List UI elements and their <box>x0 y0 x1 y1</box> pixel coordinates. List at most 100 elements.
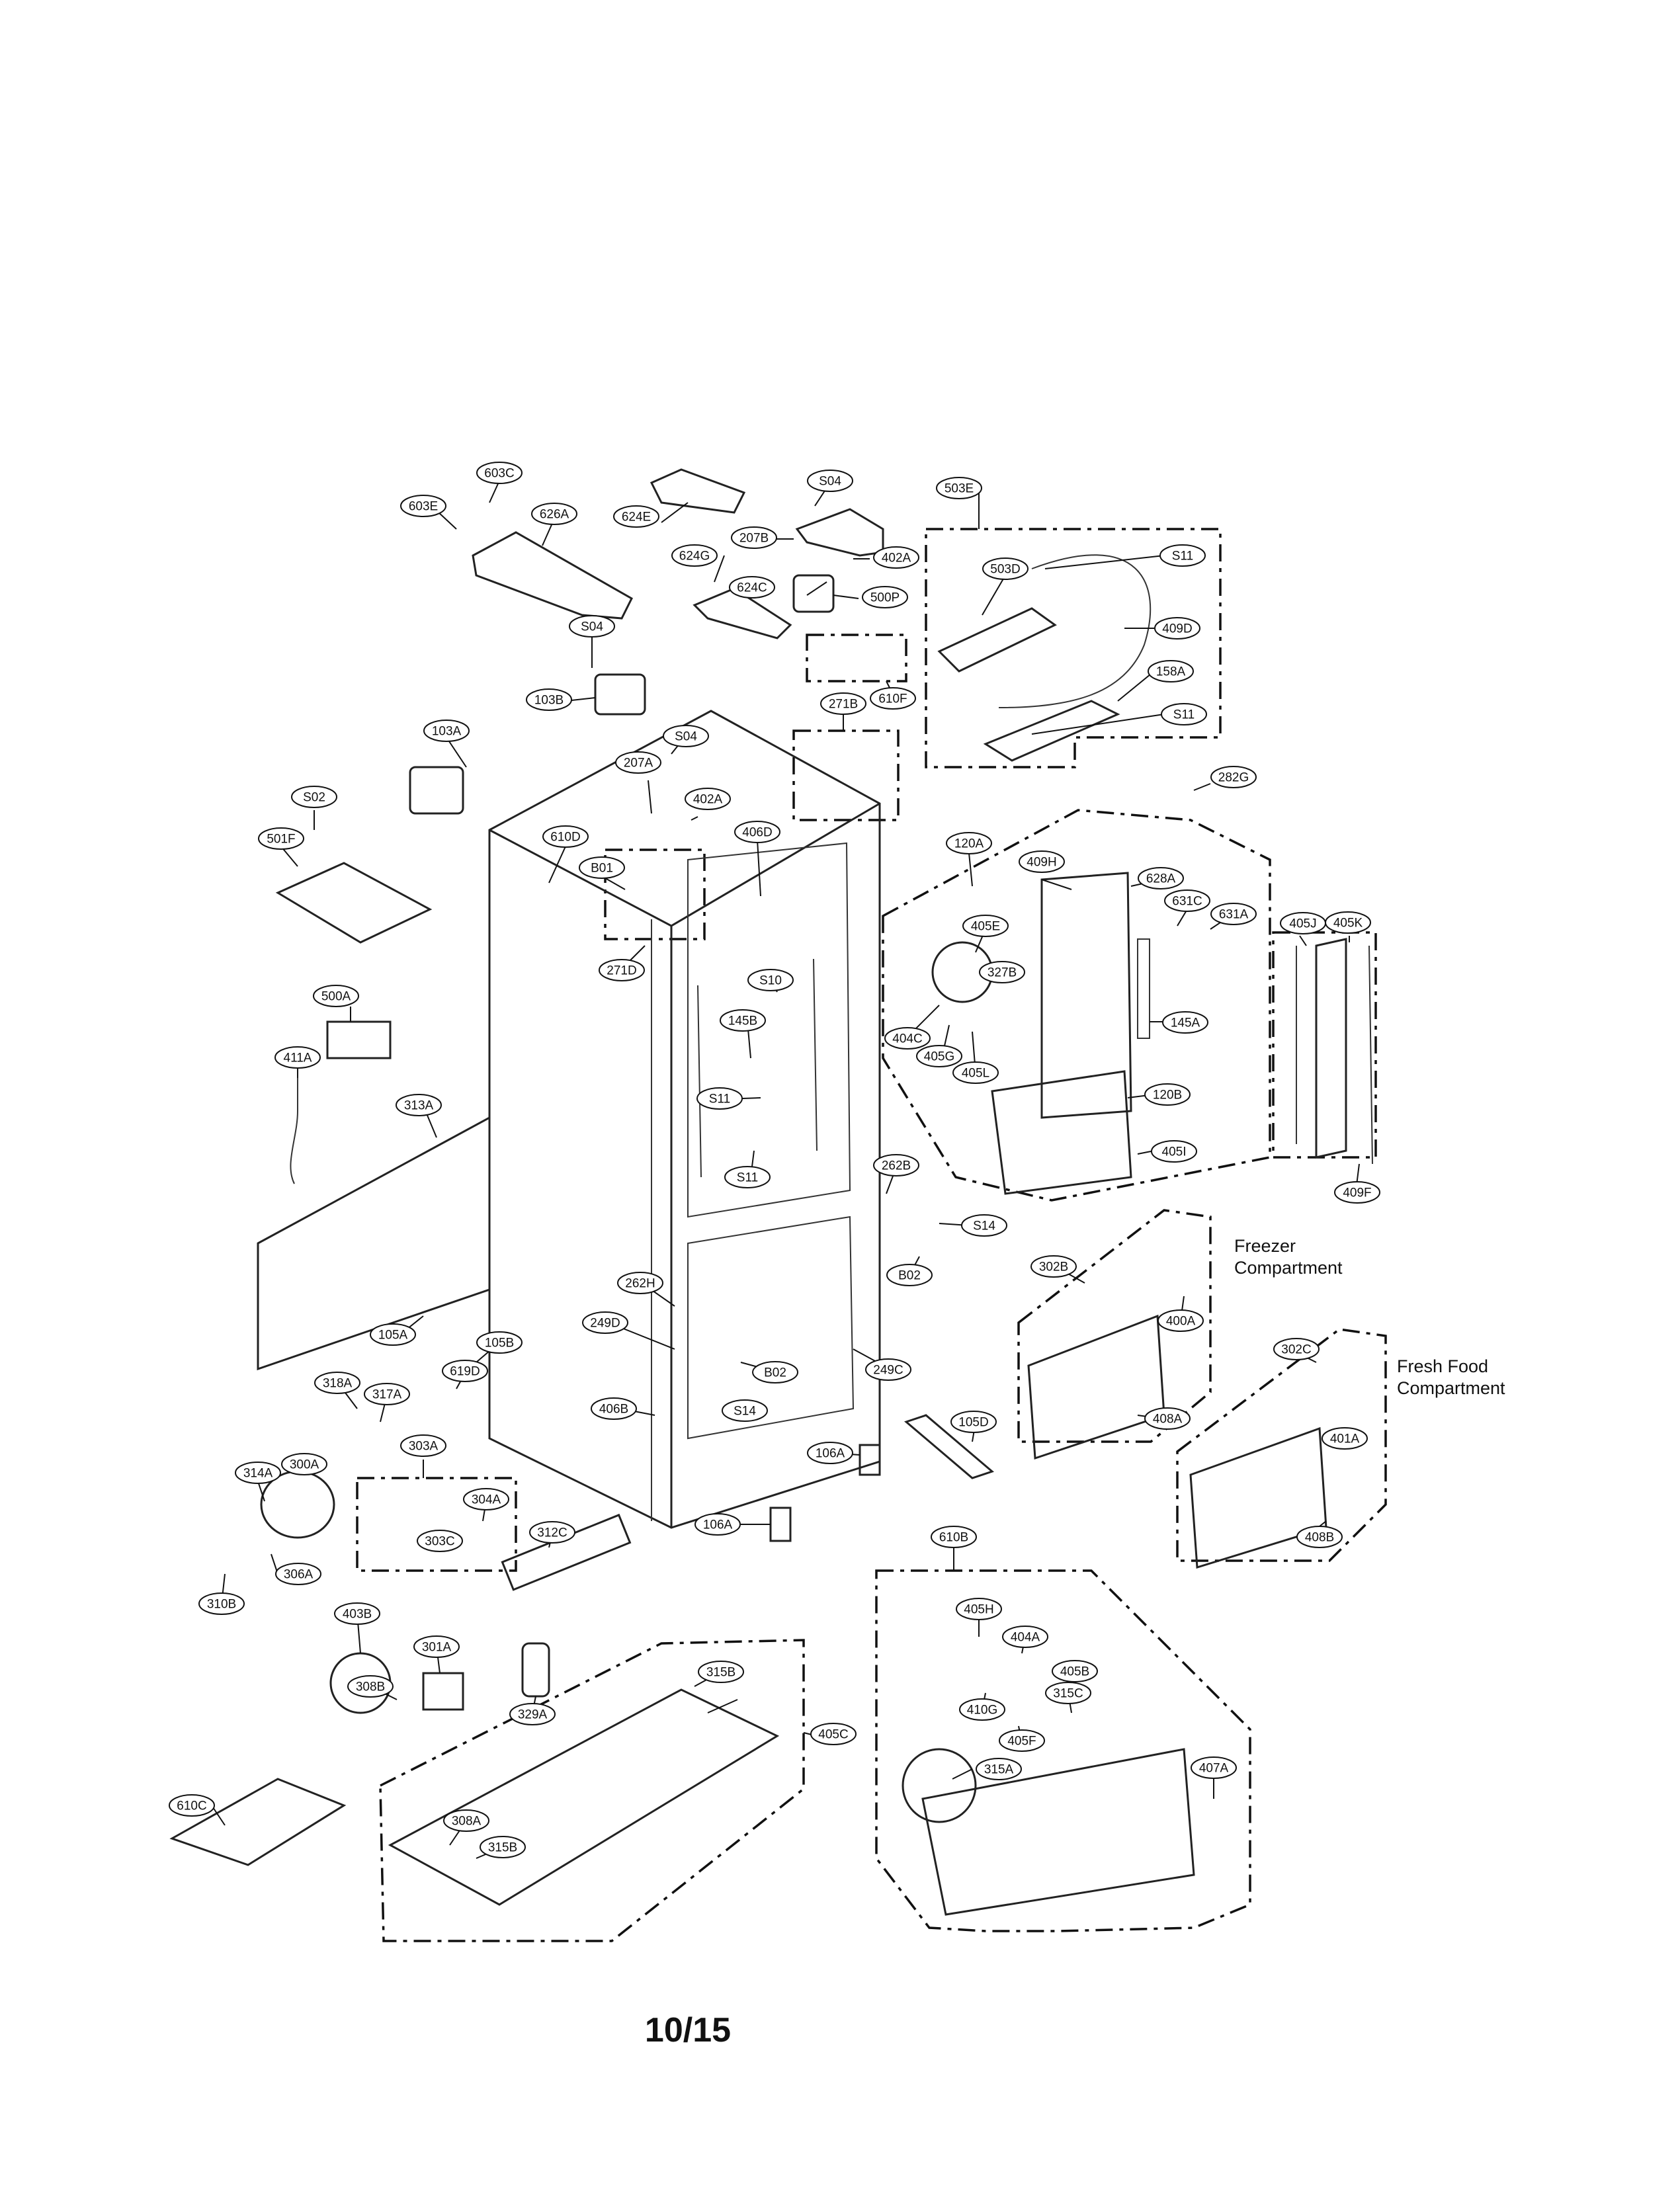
callout-label: 624E <box>622 511 651 524</box>
callout-308a: 308A <box>443 1809 489 1832</box>
callout-bubble <box>886 1264 933 1286</box>
callout-626a: 626A <box>531 503 577 525</box>
callout-label: 315A <box>984 1763 1014 1777</box>
bracket-207B <box>795 508 884 557</box>
callout-302c: 302C <box>1273 1338 1320 1360</box>
group-boundaries <box>356 528 1387 1942</box>
callout-bubble <box>413 1635 460 1658</box>
fan-407A <box>902 1748 977 1823</box>
callout-310b: 310B <box>198 1592 245 1615</box>
callout-bubble <box>1296 1526 1343 1548</box>
callout-bubble <box>526 688 572 711</box>
callout-label: 501F <box>267 833 295 846</box>
callout-label: 105A <box>378 1329 408 1342</box>
tray-501F <box>275 862 433 944</box>
callout-405c: 405C <box>810 1723 857 1745</box>
callout-bubble <box>476 462 523 484</box>
callout-bubble <box>1151 1140 1197 1163</box>
callout-404a: 404A <box>1002 1626 1048 1648</box>
callout-label: 603C <box>484 467 514 481</box>
callout-631a: 631A <box>1210 903 1257 925</box>
callout-bubble <box>962 915 1009 937</box>
callout-300a: 300A <box>281 1453 327 1475</box>
callout-label: 145B <box>728 1014 757 1028</box>
callout-301a: 301A <box>413 1635 460 1658</box>
callout-bubble <box>734 821 780 843</box>
callout-label: 262B <box>882 1159 911 1173</box>
callout-262h: 262H <box>617 1272 663 1294</box>
callout-308b: 308B <box>347 1675 394 1698</box>
callout-bubble <box>931 1526 977 1548</box>
callout-label: 405B <box>1060 1665 1089 1679</box>
callout-bubble <box>443 1809 489 1832</box>
callout-610c: 610C <box>169 1794 215 1817</box>
callout-bubble <box>982 557 1029 580</box>
callout-329a: 329A <box>509 1703 556 1725</box>
callout-label: 408B <box>1305 1531 1334 1545</box>
callout-label: 631A <box>1219 908 1249 922</box>
callout-label: 401A <box>1330 1432 1360 1446</box>
callout-bubble <box>1325 911 1371 934</box>
callout-label: 314A <box>243 1467 273 1481</box>
callout-bubble <box>873 546 919 569</box>
callout-158a: 158A <box>1148 660 1194 682</box>
callout-bubble <box>1273 1338 1320 1360</box>
callout-label: S04 <box>819 475 841 489</box>
callout-bubble <box>347 1675 394 1698</box>
callout-bubble <box>870 687 916 710</box>
callout-bubble <box>509 1703 556 1725</box>
callout-bubble <box>542 825 589 848</box>
callout-bubble <box>696 1087 743 1110</box>
callout-label: 300A <box>290 1458 319 1472</box>
callout-label: 317A <box>372 1388 402 1402</box>
callout-label: 249D <box>590 1317 620 1331</box>
callout-282g: 282G <box>1210 766 1257 788</box>
tray-503D <box>937 607 1057 673</box>
callout-628a: 628A <box>1138 867 1184 889</box>
callout-label: 312C <box>537 1526 567 1540</box>
callout-bubble <box>1019 850 1065 873</box>
callout-bubble <box>956 1598 1002 1620</box>
callout-label: 610F <box>878 692 907 706</box>
callout-bubble <box>1322 1427 1368 1450</box>
callout-label: 610B <box>939 1531 968 1545</box>
callout-label: 103A <box>432 725 462 739</box>
ice-bucket-626A <box>472 531 633 620</box>
group-boundary-610F <box>806 634 907 682</box>
callout-105b: 105B <box>476 1331 523 1354</box>
leader-lines <box>211 480 1360 1859</box>
callout-label: 106A <box>816 1447 845 1461</box>
callout-bubble <box>729 576 775 598</box>
callout-s04: S04 <box>663 725 709 747</box>
callout-label: 329A <box>518 1708 548 1722</box>
callout-503e: 503E <box>936 477 982 499</box>
callout-249c: 249C <box>865 1358 911 1381</box>
callout-label: 610D <box>550 831 580 845</box>
callout-bubble <box>235 1462 281 1484</box>
callout-label: 308A <box>452 1815 482 1829</box>
callout-label: S04 <box>581 620 603 634</box>
callout-bubble <box>169 1794 215 1817</box>
callout-label: 405J <box>1289 917 1316 931</box>
callout-bubble <box>916 1045 962 1067</box>
callout-label: B02 <box>764 1366 786 1380</box>
callout-label: 405F <box>1007 1735 1036 1749</box>
callout-624e: 624E <box>613 505 659 528</box>
callout-label: 500P <box>870 591 900 605</box>
callout-label: 207A <box>624 757 653 770</box>
fresh-food-caption-line1: Fresh Food <box>1397 1356 1489 1376</box>
callout-bubble <box>1138 867 1184 889</box>
callout-bubble <box>999 1729 1045 1752</box>
callout-207a: 207A <box>615 751 661 774</box>
drain-pan-308A <box>169 1778 347 1866</box>
callout-label: S14 <box>973 1219 995 1233</box>
callout-label: 407A <box>1199 1762 1229 1776</box>
callout-label: 282G <box>1218 771 1249 785</box>
callout-bubble <box>959 1698 1005 1721</box>
callout-bubble <box>865 1358 911 1381</box>
callout-bubble <box>961 1214 1007 1237</box>
duct-120A <box>1040 872 1132 1119</box>
callout-label: 105D <box>958 1416 988 1430</box>
callout-120b: 120B <box>1144 1083 1191 1106</box>
callout-label: 408A <box>1153 1413 1183 1426</box>
